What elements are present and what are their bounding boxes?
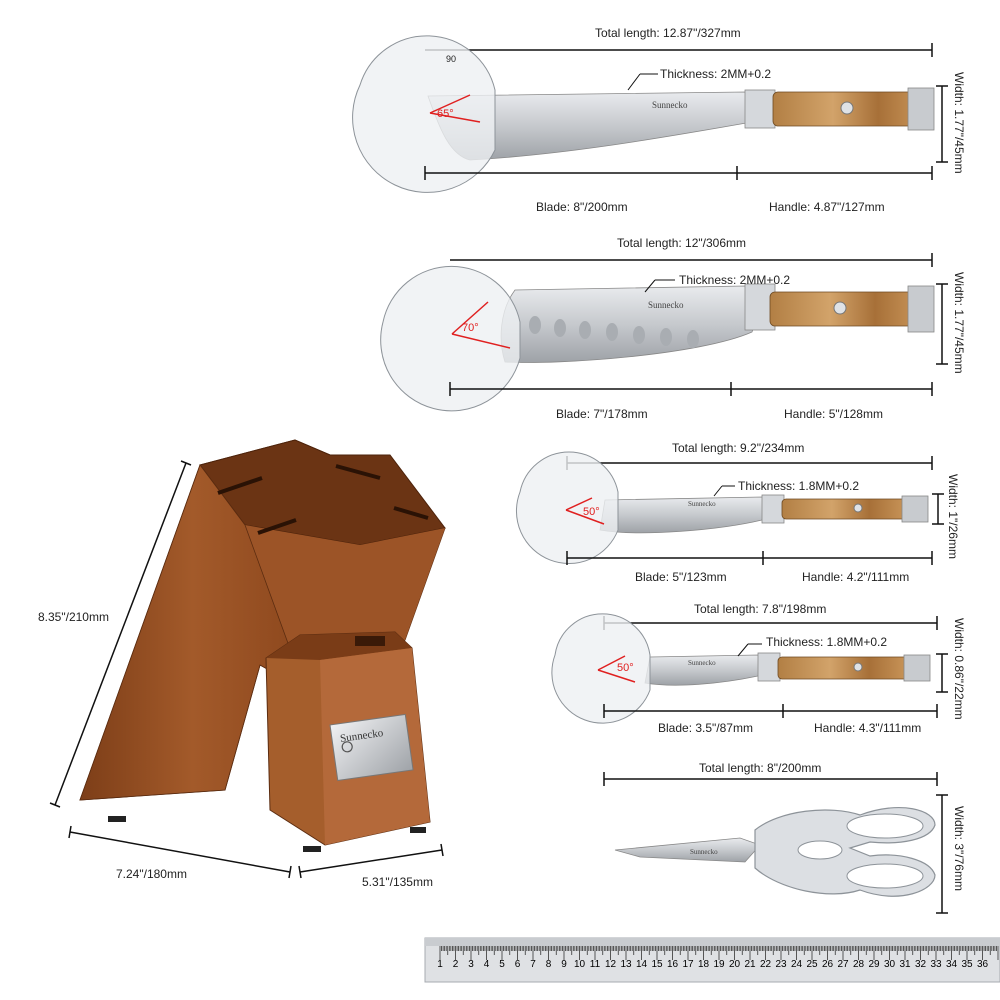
utility-knife (515, 451, 944, 565)
ruler-number: 10 (574, 959, 586, 970)
angle-label: 50° (617, 662, 634, 674)
ruler-number: 6 (515, 959, 521, 970)
ruler-number: 5 (499, 959, 505, 970)
ruler-number: 18 (698, 959, 710, 970)
ruler-number: 11 (590, 959, 601, 970)
scissors-total-length: Total length: 8"/200mm (699, 761, 822, 775)
paring-thickness: Thickness: 1.8MM+0.2 (766, 635, 888, 649)
ruler-number: 3 (468, 959, 474, 970)
ruler-number: 16 (667, 959, 679, 970)
chef-width: Width: 1.77"/45mm (952, 72, 966, 174)
protractor-label: 90 (446, 54, 457, 64)
kitchen-scissors (603, 772, 948, 914)
ruler-number: 8 (546, 959, 552, 970)
ruler-number: 17 (682, 959, 694, 970)
angle-label: 65° (437, 108, 454, 120)
ruler-number: 14 (636, 959, 648, 970)
protractor (352, 35, 496, 193)
utility-width: Width: 1"/26mm (946, 474, 960, 559)
ruler-number: 32 (915, 959, 927, 970)
ruler-number: 28 (853, 959, 865, 970)
utility-total-length: Total length: 9.2"/234mm (672, 441, 805, 455)
ruler-number: 22 (760, 959, 772, 970)
chef-blade-length: Blade: 8"/200mm (536, 200, 628, 214)
angle-label: 70° (462, 322, 479, 334)
protractor (515, 451, 619, 565)
brand-mark: Sunnecko (688, 659, 716, 667)
ruler-number: 29 (868, 959, 880, 970)
santoku-blade-length: Blade: 7"/178mm (556, 407, 648, 421)
santoku-width: Width: 1.77"/45mm (952, 272, 966, 374)
ruler-number: 25 (806, 959, 818, 970)
paring-handle-length: Handle: 4.3"/111mm (814, 721, 922, 735)
protractor (380, 265, 521, 412)
block-depth: 5.31"/135mm (362, 875, 433, 889)
ruler-number: 1 (437, 959, 443, 970)
brand-mark: Sunnecko (652, 100, 688, 110)
ruler-number: 30 (884, 959, 896, 970)
brand-mark: Sunnecko (690, 848, 718, 856)
ruler-number: 35 (961, 959, 973, 970)
ruler-number: 34 (946, 959, 958, 970)
utility-blade-length: Blade: 5"/123mm (635, 570, 727, 584)
paring-width: Width: 0.86"/22mm (952, 618, 966, 720)
ruler-number: 36 (977, 959, 989, 970)
paring-knife (551, 613, 948, 724)
ruler-number: 2 (453, 959, 459, 970)
ruler-number: 23 (775, 959, 787, 970)
chef-knife (352, 35, 948, 193)
ruler-number: 31 (899, 959, 911, 970)
protractor (551, 613, 651, 724)
ruler-number: 4 (484, 959, 490, 970)
ruler-number: 27 (837, 959, 849, 970)
ruler-number: 20 (729, 959, 741, 970)
chef-total-length: Total length: 12.87"/327mm (595, 26, 741, 40)
block-height: 8.35"/210mm (38, 610, 109, 624)
ruler-number: 26 (822, 959, 834, 970)
santoku-thickness: Thickness: 2MM+0.2 (679, 273, 791, 287)
knife-block (49, 439, 446, 879)
ruler-number: 33 (930, 959, 942, 970)
santoku-knife (380, 253, 948, 412)
santoku-handle-length: Handle: 5"/128mm (784, 407, 883, 421)
angle-label: 50° (583, 506, 600, 518)
chef-thickness: Thickness: 2MM+0.2 (660, 67, 772, 81)
ruler-number: 15 (651, 959, 663, 970)
utility-handle-length: Handle: 4.2"/111mm (802, 570, 910, 584)
ruler-number: 12 (605, 959, 617, 970)
brand-mark: Sunnecko (688, 500, 716, 508)
paring-blade-length: Blade: 3.5"/87mm (658, 721, 753, 735)
ruler-number: 9 (561, 959, 567, 970)
chef-handle-length: Handle: 4.87"/127mm (769, 200, 885, 214)
ruler-number: 19 (713, 959, 725, 970)
ruler-number: 24 (791, 959, 803, 970)
utility-thickness: Thickness: 1.8MM+0.2 (738, 479, 860, 493)
santoku-total-length: Total length: 12"/306mm (617, 236, 746, 250)
ruler-number: 13 (620, 959, 632, 970)
ruler-number: 7 (530, 959, 536, 970)
brand-mark: Sunnecko (648, 300, 684, 310)
paring-total-length: Total length: 7.8"/198mm (694, 602, 827, 616)
scissors-width: Width: 3"/76mm (952, 806, 966, 891)
ruler-number: 21 (744, 959, 756, 970)
block-length: 7.24"/180mm (116, 867, 187, 881)
